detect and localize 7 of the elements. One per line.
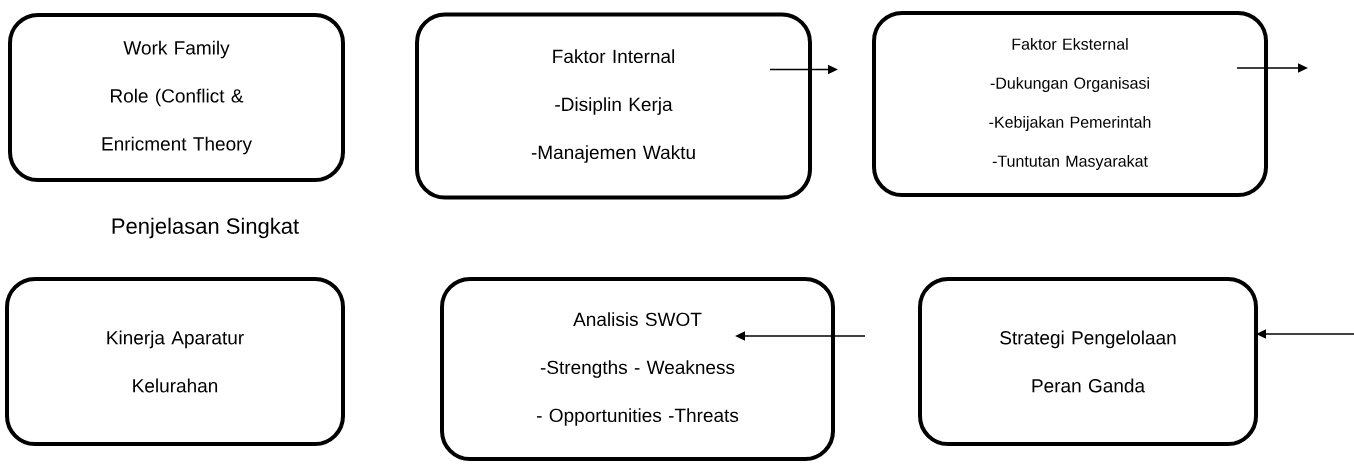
- caption-text: Penjelasan Singkat: [112, 217, 299, 239]
- process-box: Strategi Pengelolaan Peran Ganda: [918, 277, 1258, 446]
- process-box: Kinerja Aparatur Kelurahan: [5, 277, 345, 446]
- process-box: Faktor Internal -Disiplin Kerja -Manajemen Waktu: [415, 12, 812, 200]
- process-box: Work Family Role (Conflict & Enricment Theory: [8, 13, 345, 182]
- process-box: Analisis SWOT -Strengths - Weakness - Opportunities -Threats: [440, 277, 835, 461]
- process-box: Faktor Eksternal -Dukungan Organisasi -Kebijakan Pemerintah -Tuntutan Masyarakat: [872, 11, 1268, 197]
